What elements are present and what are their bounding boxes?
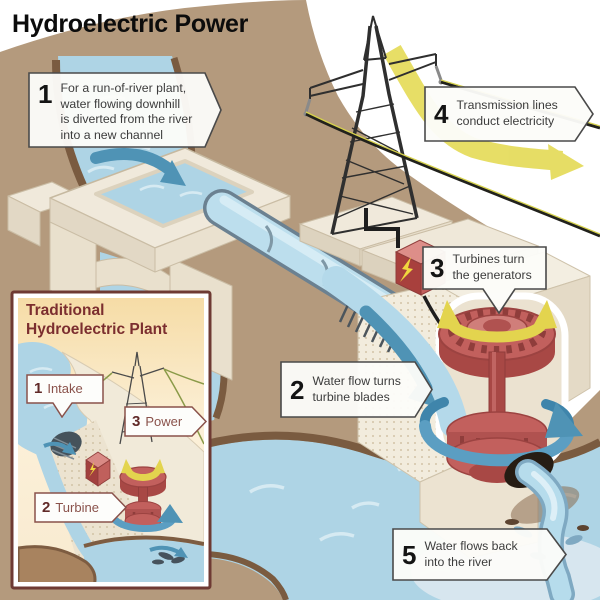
turbine-rotation-arrowhead <box>545 402 583 438</box>
callout-step-3: 3 Turbines turn the generators <box>422 246 548 316</box>
transmission-tower <box>303 15 444 235</box>
step-number: 1 <box>38 79 53 109</box>
power-cable <box>364 208 400 248</box>
intake-channel-water <box>96 161 252 226</box>
inset-label-intake: 1 Intake <box>26 374 104 418</box>
label-text: Intake <box>47 381 83 396</box>
step-number: 4 <box>434 99 449 129</box>
inset-electricity-cube <box>85 451 111 487</box>
water-diversion-arrowhead <box>160 160 186 186</box>
inset-label-turbine: 2 Turbine <box>34 492 128 523</box>
lightning-bolt-icon <box>89 462 96 477</box>
label-number: 1 <box>34 380 43 397</box>
label-text: Turbine <box>55 500 99 515</box>
callout-step-5: 5 Water flows back into the river <box>392 528 568 581</box>
label-number: 2 <box>42 499 51 516</box>
turbine-rotation-arrow <box>419 402 583 467</box>
callout-shape <box>392 528 567 581</box>
rotation-arrowhead-right <box>531 300 557 330</box>
step-text: For a run-of-river plant, water flowing … <box>60 81 193 142</box>
callout-shape <box>424 86 594 142</box>
step-number: 2 <box>290 374 305 405</box>
label-shape <box>26 374 104 418</box>
water-diversion-arrow <box>90 148 176 176</box>
label-shape <box>124 406 208 437</box>
electricity-flow-arrowhead <box>548 144 584 180</box>
callout-step-2: 2 Water flow turns turbine blades <box>280 361 434 418</box>
step-text: Transmission lines conduct electricity <box>456 98 558 128</box>
callout-shape <box>280 361 433 418</box>
step-text: Turbines turn the generators <box>452 251 532 282</box>
inset-label-power: 3 Power <box>124 406 208 437</box>
callout-shape <box>28 72 222 148</box>
intake-structure <box>7 147 291 381</box>
insulators <box>304 65 443 113</box>
inset-water-channel <box>18 431 204 582</box>
step-text: Water flow turns turbine blades <box>312 373 401 404</box>
step-text: Water flows back into the river <box>424 538 518 569</box>
step-number: 5 <box>402 539 417 570</box>
callout-step-1: 1 For a run-of-river plant, water flowin… <box>28 72 224 148</box>
callout-shape <box>422 246 547 315</box>
lightning-bolt-icon <box>400 257 413 282</box>
label-text: Power <box>145 414 183 429</box>
callout-step-4: 4 Transmission lines conduct electricity <box>424 86 596 142</box>
rotation-arrowhead-left <box>437 300 463 330</box>
inset-title: Traditional Hydroelectric Plant <box>26 302 168 338</box>
electricity-flow-arrow <box>383 44 584 180</box>
label-number: 3 <box>132 413 141 430</box>
inset-splash <box>149 545 188 565</box>
label-shape <box>34 492 128 523</box>
step-number: 3 <box>430 252 445 283</box>
page-title: Hydroelectric Power <box>12 10 249 38</box>
